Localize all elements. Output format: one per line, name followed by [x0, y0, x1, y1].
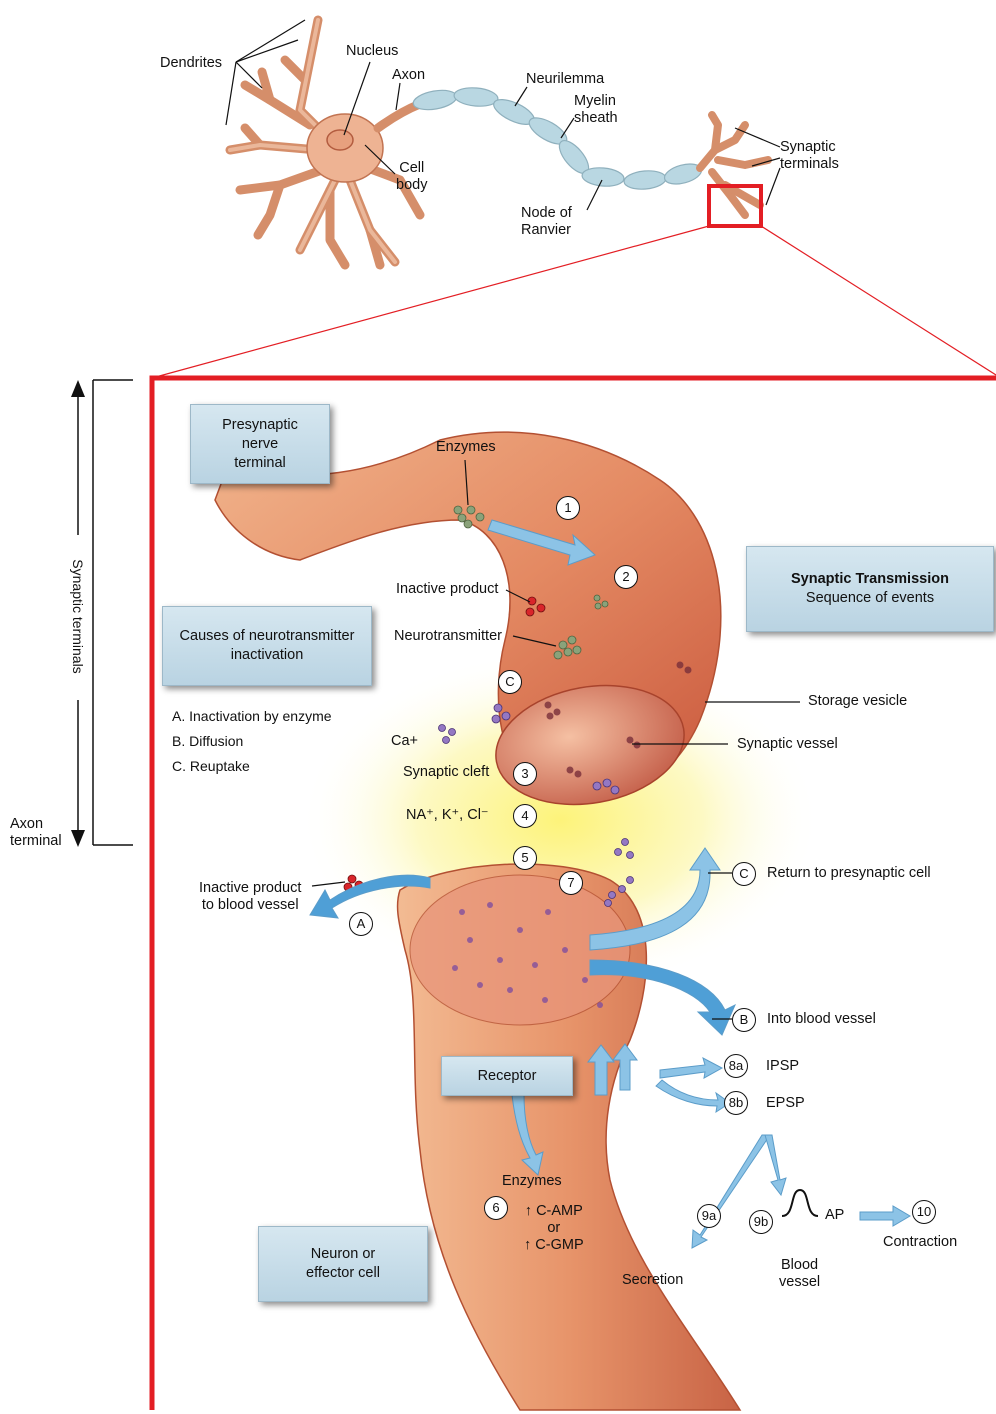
- step-9b-marker: 9b: [749, 1210, 773, 1234]
- step-7-marker: 7: [559, 871, 583, 895]
- enzymes-bottom-label: Enzymes: [502, 1173, 562, 1190]
- axon-shape: [378, 104, 420, 128]
- step-2-marker: 2: [614, 565, 638, 589]
- storage-vesicle-label: Storage vesicle: [808, 693, 907, 710]
- step-c-top-marker: C: [498, 670, 522, 694]
- axon-label: Axon: [392, 67, 425, 84]
- synaptic-transmission-box: Synaptic Transmission Sequence of events: [746, 546, 994, 632]
- step-10-marker: 10: [912, 1200, 936, 1224]
- return-presynaptic-label: Return to presynaptic cell: [767, 865, 931, 882]
- causes-list-item: C. Reuptake: [172, 754, 332, 779]
- step-8b-marker: 8b: [724, 1091, 748, 1115]
- neurotransmitter-label: Neurotransmitter: [394, 628, 502, 645]
- neuron-illustration: [230, 20, 768, 265]
- synaptic-vessel-label: Synaptic vessel: [737, 736, 838, 753]
- step-b-marker: B: [732, 1008, 756, 1032]
- epsp-label: EPSP: [766, 1095, 805, 1112]
- causes-list-item: B. Diffusion: [172, 729, 332, 754]
- myelin-sheath-segments: [412, 86, 704, 191]
- calcium-label: Ca+: [391, 733, 418, 750]
- enzymes-top-label: Enzymes: [436, 439, 496, 456]
- neurilemma-label: Neurilemma: [526, 71, 604, 88]
- causes-list: A. Inactivation by enzyme B. Diffusion C…: [172, 704, 332, 779]
- step-9a-marker: 9a: [697, 1204, 721, 1228]
- receptor-box: Receptor: [441, 1056, 573, 1096]
- nucleus-shape: [327, 130, 353, 150]
- inactive-product-label: Inactive product: [396, 581, 498, 598]
- ipsp-label: IPSP: [766, 1058, 799, 1075]
- step-8a-marker: 8a: [724, 1054, 748, 1078]
- nucleus-label: Nucleus: [346, 43, 398, 60]
- step-c-right-marker: C: [732, 862, 756, 886]
- ions-label: NA⁺, K⁺, Cl⁻: [406, 807, 489, 824]
- step-1-marker: 1: [556, 496, 580, 520]
- step-a-marker: A: [349, 912, 373, 936]
- side-bracket-label: Synaptic terminals: [70, 540, 86, 695]
- causes-list-item: A. Inactivation by enzyme: [172, 704, 332, 729]
- contraction-label: Contraction: [883, 1234, 957, 1251]
- second-messenger-label: ↑ C-AMP or ↑ C-GMP: [524, 1203, 584, 1254]
- into-blood-vessel-label: Into blood vessel: [767, 1011, 876, 1028]
- step-6-marker: 6: [484, 1196, 508, 1220]
- ap-waveform: [782, 1190, 818, 1216]
- step-3-marker: 3: [513, 762, 537, 786]
- dendrites-label: Dendrites: [160, 55, 222, 72]
- ap-label: AP: [825, 1207, 844, 1224]
- synaptic-cleft-label: Synaptic cleft: [403, 764, 489, 781]
- step-5-marker: 5: [513, 846, 537, 870]
- secretion-label: Secretion: [622, 1272, 683, 1289]
- step-4-marker: 4: [513, 804, 537, 828]
